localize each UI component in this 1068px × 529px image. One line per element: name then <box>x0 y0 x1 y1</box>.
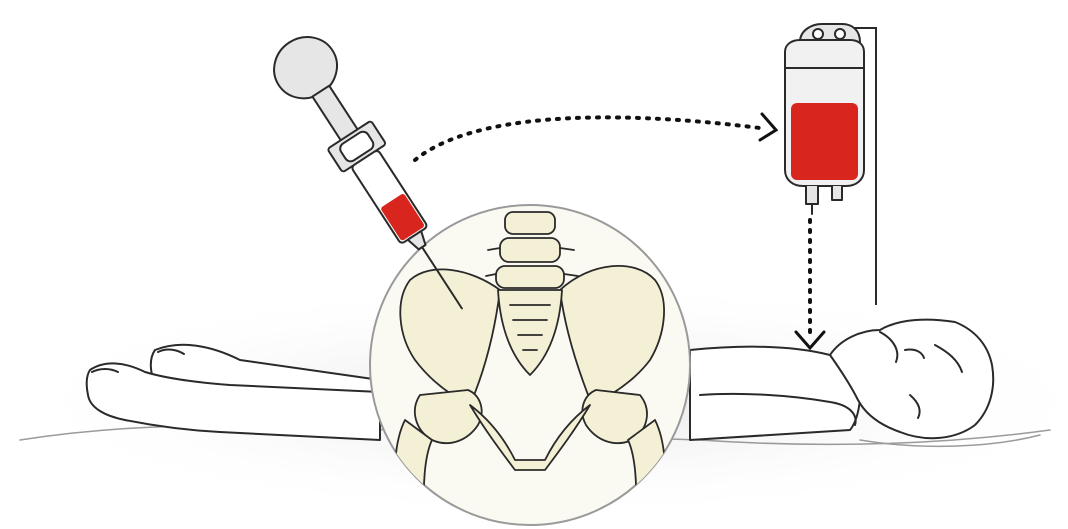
pelvis-magnifier <box>370 205 690 525</box>
iv-bag <box>785 24 864 214</box>
iv-bag-blood <box>791 103 858 180</box>
transfer-arrow <box>415 114 776 160</box>
